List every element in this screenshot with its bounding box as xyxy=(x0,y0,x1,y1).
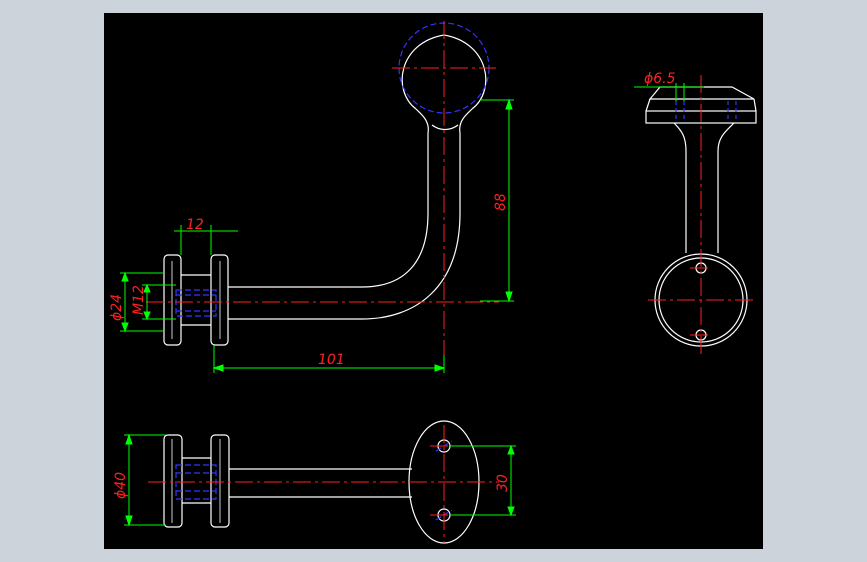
top-flange-right xyxy=(210,434,230,528)
flange-left-plate xyxy=(163,254,182,346)
dim-phi24: ϕ24 xyxy=(109,294,125,321)
front-centerlines xyxy=(146,21,499,365)
flange-right-plate xyxy=(210,254,229,346)
side-hidden xyxy=(675,101,737,121)
saddle-top xyxy=(648,86,755,100)
drawing-canvas: 12 88 ϕ24 M12 101 ϕ6.5 ϕ40 30 xyxy=(104,13,763,549)
side-centerlines xyxy=(648,75,754,357)
dim-12: 12 xyxy=(186,217,204,233)
tube-outer-bend xyxy=(361,133,461,320)
front-hidden xyxy=(175,22,490,317)
dimension-labels: 12 88 ϕ24 M12 101 ϕ6.5 ϕ40 30 xyxy=(109,71,676,499)
dim-phi6-5: ϕ6.5 xyxy=(644,71,676,87)
top-centerlines xyxy=(148,425,499,543)
top-hidden xyxy=(175,440,453,521)
dim-101: 101 xyxy=(318,352,345,368)
dim-88: 88 xyxy=(493,193,509,211)
dim-m12: M12 xyxy=(131,285,147,315)
cad-drawing: 12 88 ϕ24 M12 101 ϕ6.5 ϕ40 30 xyxy=(109,21,757,544)
dimension-lines xyxy=(120,83,704,527)
tube-inner-bend xyxy=(361,133,429,288)
top-flange-left xyxy=(163,434,183,528)
dim-phi40: ϕ40 xyxy=(113,472,129,499)
dim-30: 30 xyxy=(495,474,511,492)
front-view xyxy=(163,34,487,346)
